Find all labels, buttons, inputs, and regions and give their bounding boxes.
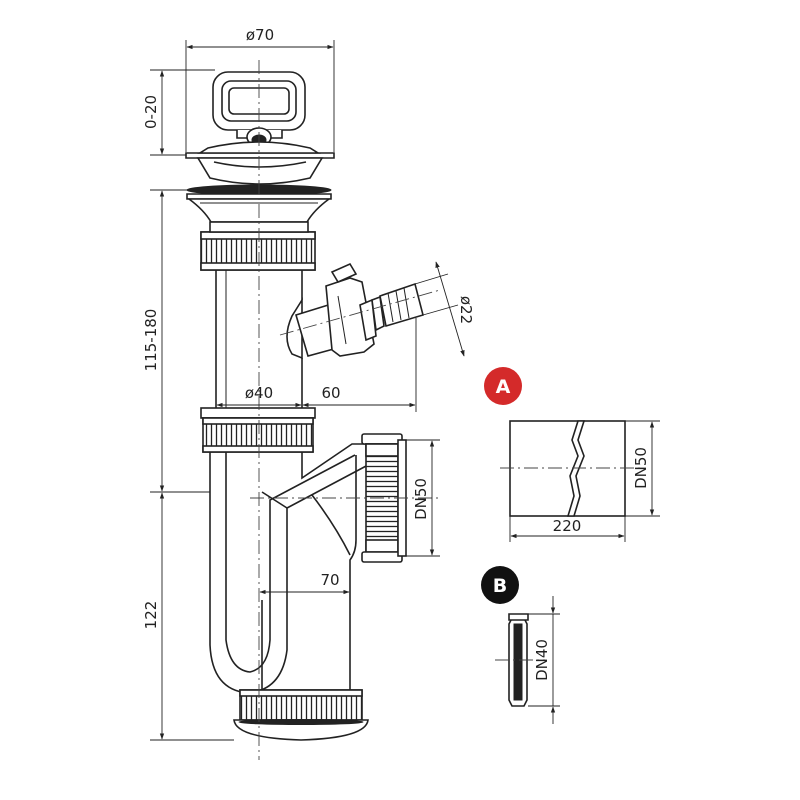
dimension-lines (150, 40, 465, 741)
outlet-size-label: DN50 (412, 478, 430, 520)
trap-body (209, 443, 369, 694)
trap-depth-label: 122 (142, 601, 160, 630)
center-lines (250, 60, 441, 760)
strainer-plug (185, 71, 335, 185)
detail-a: A DN50 220 (484, 367, 660, 542)
middle-nut (200, 407, 316, 453)
hose-connector (286, 262, 424, 360)
outlet-offset-label: 70 (320, 571, 339, 589)
detail-a-badge (484, 367, 522, 405)
strainer-diameter-label: ø70 (246, 26, 274, 44)
detail-b: B DN40 (481, 566, 560, 724)
inlet-height-label: 115-180 (142, 309, 160, 372)
detail-a-badge-label: A (496, 376, 511, 398)
tap-offset-label: 60 (321, 384, 340, 402)
detail-b-badge-label: B (493, 575, 507, 597)
hose-diameter-label: ø22 (457, 296, 475, 324)
detail-b-size-label: DN40 (533, 639, 551, 681)
strainer-height-label: 0-20 (142, 95, 160, 129)
dimension-labels: ø70 0-20 115-180 122 ø40 60 ø22 DN50 70 (142, 26, 475, 629)
pipe-diameter-label: ø40 (245, 384, 273, 402)
detail-a-size-label: DN50 (632, 447, 650, 489)
detail-b-badge (481, 566, 519, 604)
detail-a-length-label: 220 (553, 517, 582, 535)
top-nut (200, 221, 316, 271)
bottom-cap (233, 689, 369, 741)
